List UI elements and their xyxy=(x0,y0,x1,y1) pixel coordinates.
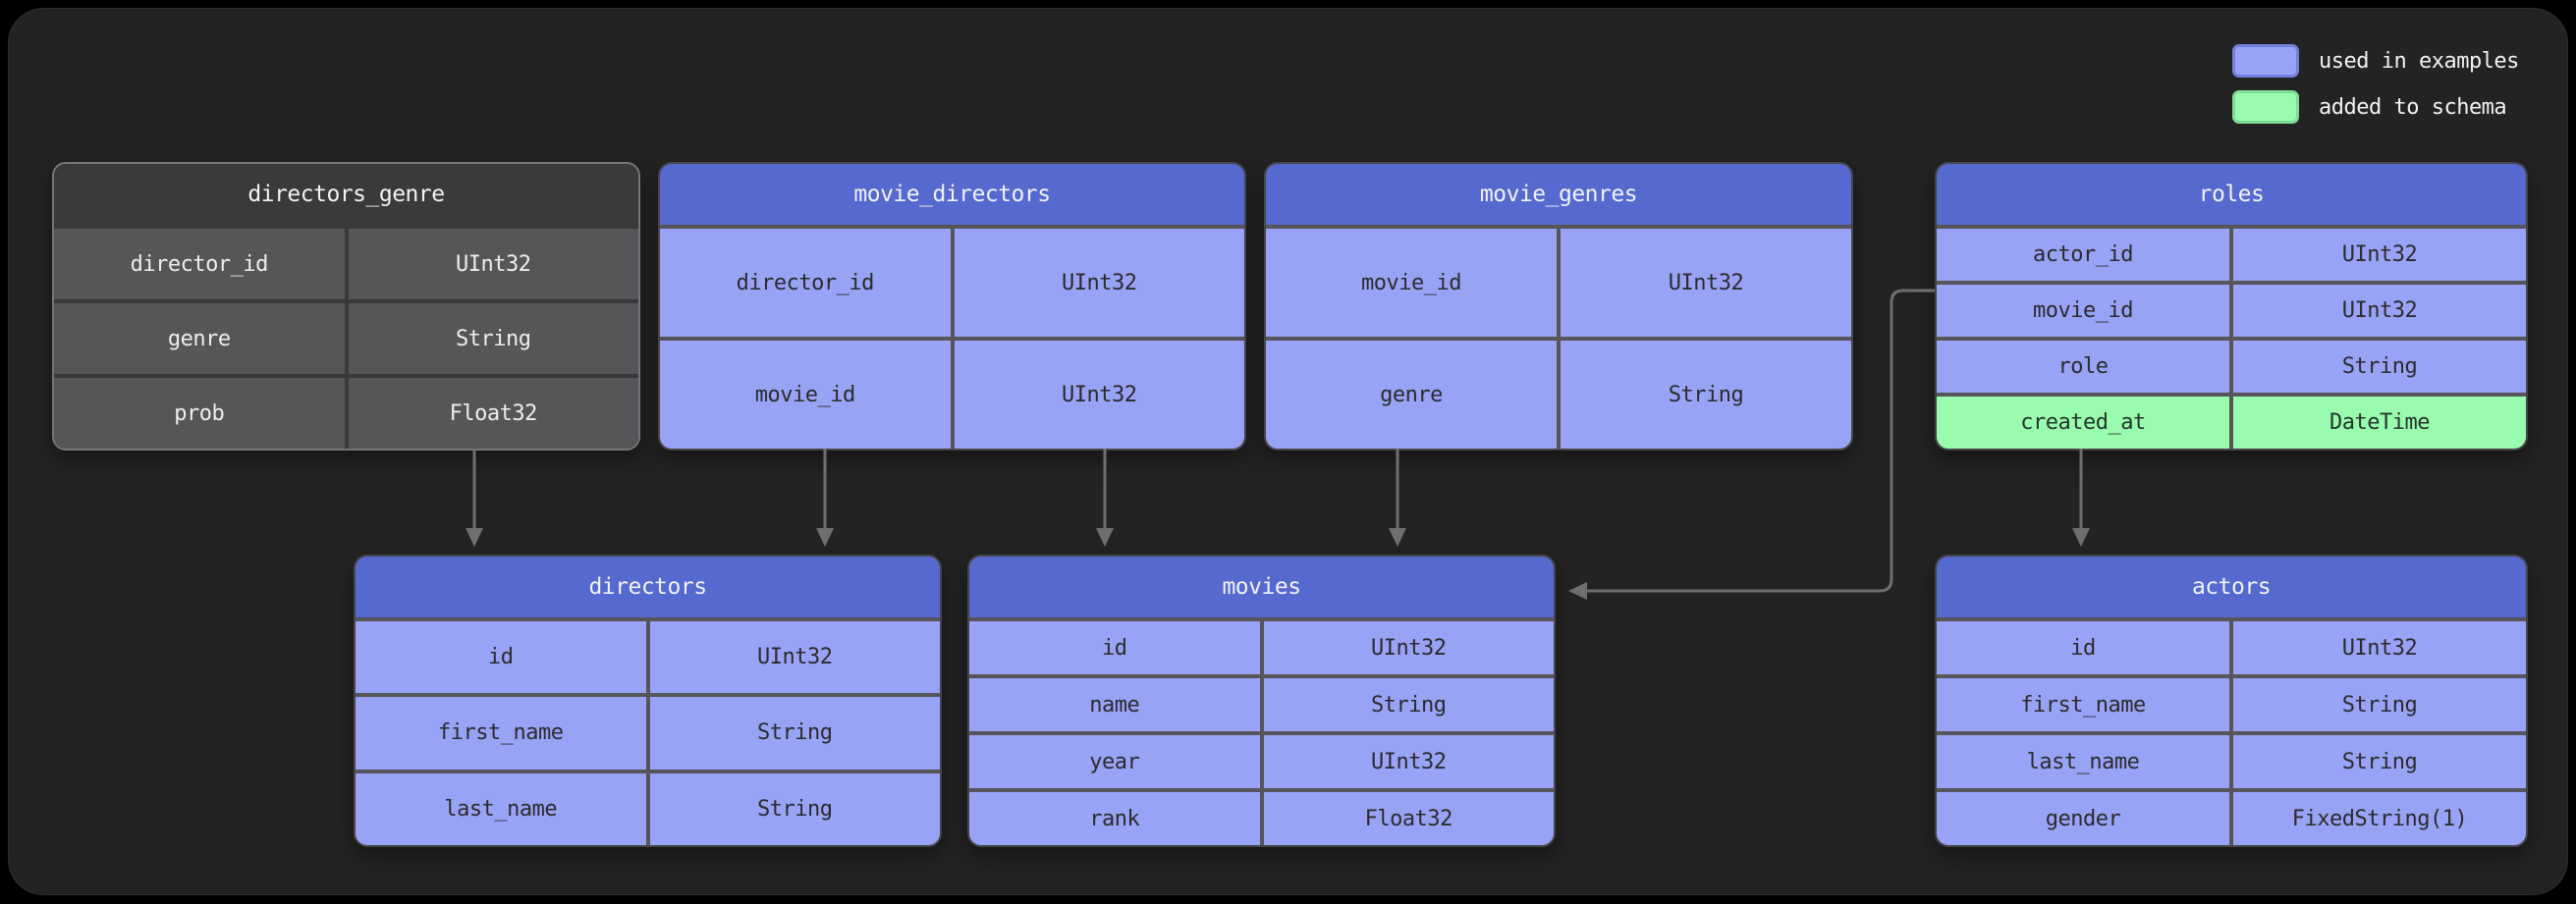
field-name-cell: last_name xyxy=(1937,735,2229,788)
field-type-cell: UInt32 xyxy=(649,621,940,694)
field-name-cell: movie_id xyxy=(660,341,951,449)
field-type-cell: UInt32 xyxy=(2233,285,2526,337)
table-title: movies xyxy=(969,557,1554,617)
field-name-cell: first_name xyxy=(356,697,646,770)
field-name-cell: first_name xyxy=(1937,678,2229,731)
field-type-cell: String xyxy=(348,303,638,374)
field-type-cell: String xyxy=(2233,341,2526,393)
field-name-cell: id xyxy=(356,621,646,694)
legend-swatch-added-to-schema-icon xyxy=(2232,90,2299,124)
table-title: movie_directors xyxy=(660,164,1244,225)
field-name-cell: created_at xyxy=(1937,397,2229,449)
legend-item-added-to-schema: added to schema xyxy=(2232,90,2519,124)
field-type-cell: UInt32 xyxy=(954,229,1244,337)
field-name-cell: genre xyxy=(1266,341,1557,449)
field-name-cell: gender xyxy=(1937,792,2229,845)
field-name-cell: name xyxy=(969,678,1260,731)
field-type-cell: String xyxy=(649,772,940,845)
field-type-cell: Float32 xyxy=(1263,792,1554,845)
field-type-cell: String xyxy=(2233,678,2526,731)
legend: used in examples added to schema xyxy=(2232,44,2519,124)
field-type-cell: UInt32 xyxy=(954,341,1244,449)
field-type-cell: Float32 xyxy=(348,378,638,449)
field-type-cell: UInt32 xyxy=(2233,621,2526,674)
field-name-cell: director_id xyxy=(54,229,345,299)
field-type-cell: DateTime xyxy=(2233,397,2526,449)
field-name-cell: id xyxy=(1937,621,2229,674)
table-title: roles xyxy=(1937,164,2526,225)
field-name-cell: year xyxy=(969,735,1260,788)
field-type-cell: UInt32 xyxy=(2233,229,2526,281)
field-type-cell: UInt32 xyxy=(1263,735,1554,788)
field-name-cell: genre xyxy=(54,303,345,374)
field-name-cell: rank xyxy=(969,792,1260,845)
legend-label: added to schema xyxy=(2319,94,2507,120)
field-name-cell: id xyxy=(969,621,1260,674)
table-title: directors_genre xyxy=(54,164,638,225)
legend-swatch-used-in-examples-icon xyxy=(2232,44,2299,78)
field-type-cell: String xyxy=(649,697,940,770)
field-name-cell: actor_id xyxy=(1937,229,2229,281)
field-type-cell: UInt32 xyxy=(348,229,638,299)
table-title: actors xyxy=(1937,557,2526,617)
field-type-cell: String xyxy=(1561,341,1851,449)
legend-item-used-in-examples: used in examples xyxy=(2232,44,2519,78)
field-type-cell: FixedString(1) xyxy=(2233,792,2526,845)
field-name-cell: prob xyxy=(54,378,345,449)
field-name-cell: role xyxy=(1937,341,2229,393)
table-title: movie_genres xyxy=(1266,164,1851,225)
field-name-cell: movie_id xyxy=(1266,229,1557,337)
field-type-cell: String xyxy=(2233,735,2526,788)
field-type-cell: String xyxy=(1263,678,1554,731)
field-type-cell: UInt32 xyxy=(1561,229,1851,337)
field-name-cell: director_id xyxy=(660,229,951,337)
field-name-cell: movie_id xyxy=(1937,285,2229,337)
field-type-cell: UInt32 xyxy=(1263,621,1554,674)
table-title: directors xyxy=(356,557,940,617)
legend-label: used in examples xyxy=(2319,48,2519,74)
field-name-cell: last_name xyxy=(356,772,646,845)
